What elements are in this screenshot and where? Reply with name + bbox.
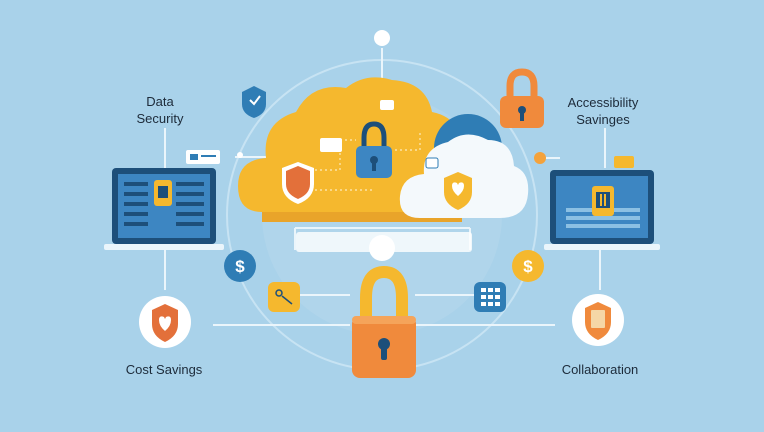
orange-lock-icon — [500, 68, 544, 128]
dollar-icon-left — [224, 250, 256, 282]
connector-lines — [164, 48, 606, 326]
accessibility-label: Accessibility Savinges — [548, 94, 658, 128]
cloud-shield-icon — [282, 162, 314, 204]
heart-shield-icon — [444, 172, 472, 210]
tag-icon — [614, 156, 634, 168]
left-laptop — [104, 168, 224, 250]
cloud-small-icon — [425, 157, 439, 169]
node-dot-orange — [534, 152, 546, 164]
collaboration-icon — [572, 294, 624, 346]
key-card-icon — [268, 282, 300, 312]
cloud-lock-icon — [356, 121, 392, 178]
right-laptop — [544, 170, 660, 250]
collaboration-label: Collaboration — [561, 362, 639, 377]
cost-savings-icon — [139, 296, 191, 348]
grid-card-icon — [474, 282, 506, 312]
main-padlock-icon — [352, 265, 416, 378]
cloud-chip-icon — [380, 100, 394, 110]
dollar-symbol-right: $ — [523, 257, 533, 276]
node-dot — [237, 152, 243, 158]
accessibility-text: Accessibility Savinges — [567, 95, 639, 127]
data-security-label: Data Security — [120, 93, 200, 127]
center-node — [369, 235, 395, 261]
cloud-doc-icon — [320, 138, 342, 152]
cost-savings-label: Cost Savings — [125, 362, 203, 377]
small-shield-icon — [242, 86, 266, 118]
data-security-text: Data Security — [136, 94, 184, 126]
dollar-icon-right — [512, 250, 544, 282]
info-card-icon — [186, 150, 220, 164]
dollar-symbol-left: $ — [235, 257, 245, 276]
top-node — [374, 30, 390, 46]
